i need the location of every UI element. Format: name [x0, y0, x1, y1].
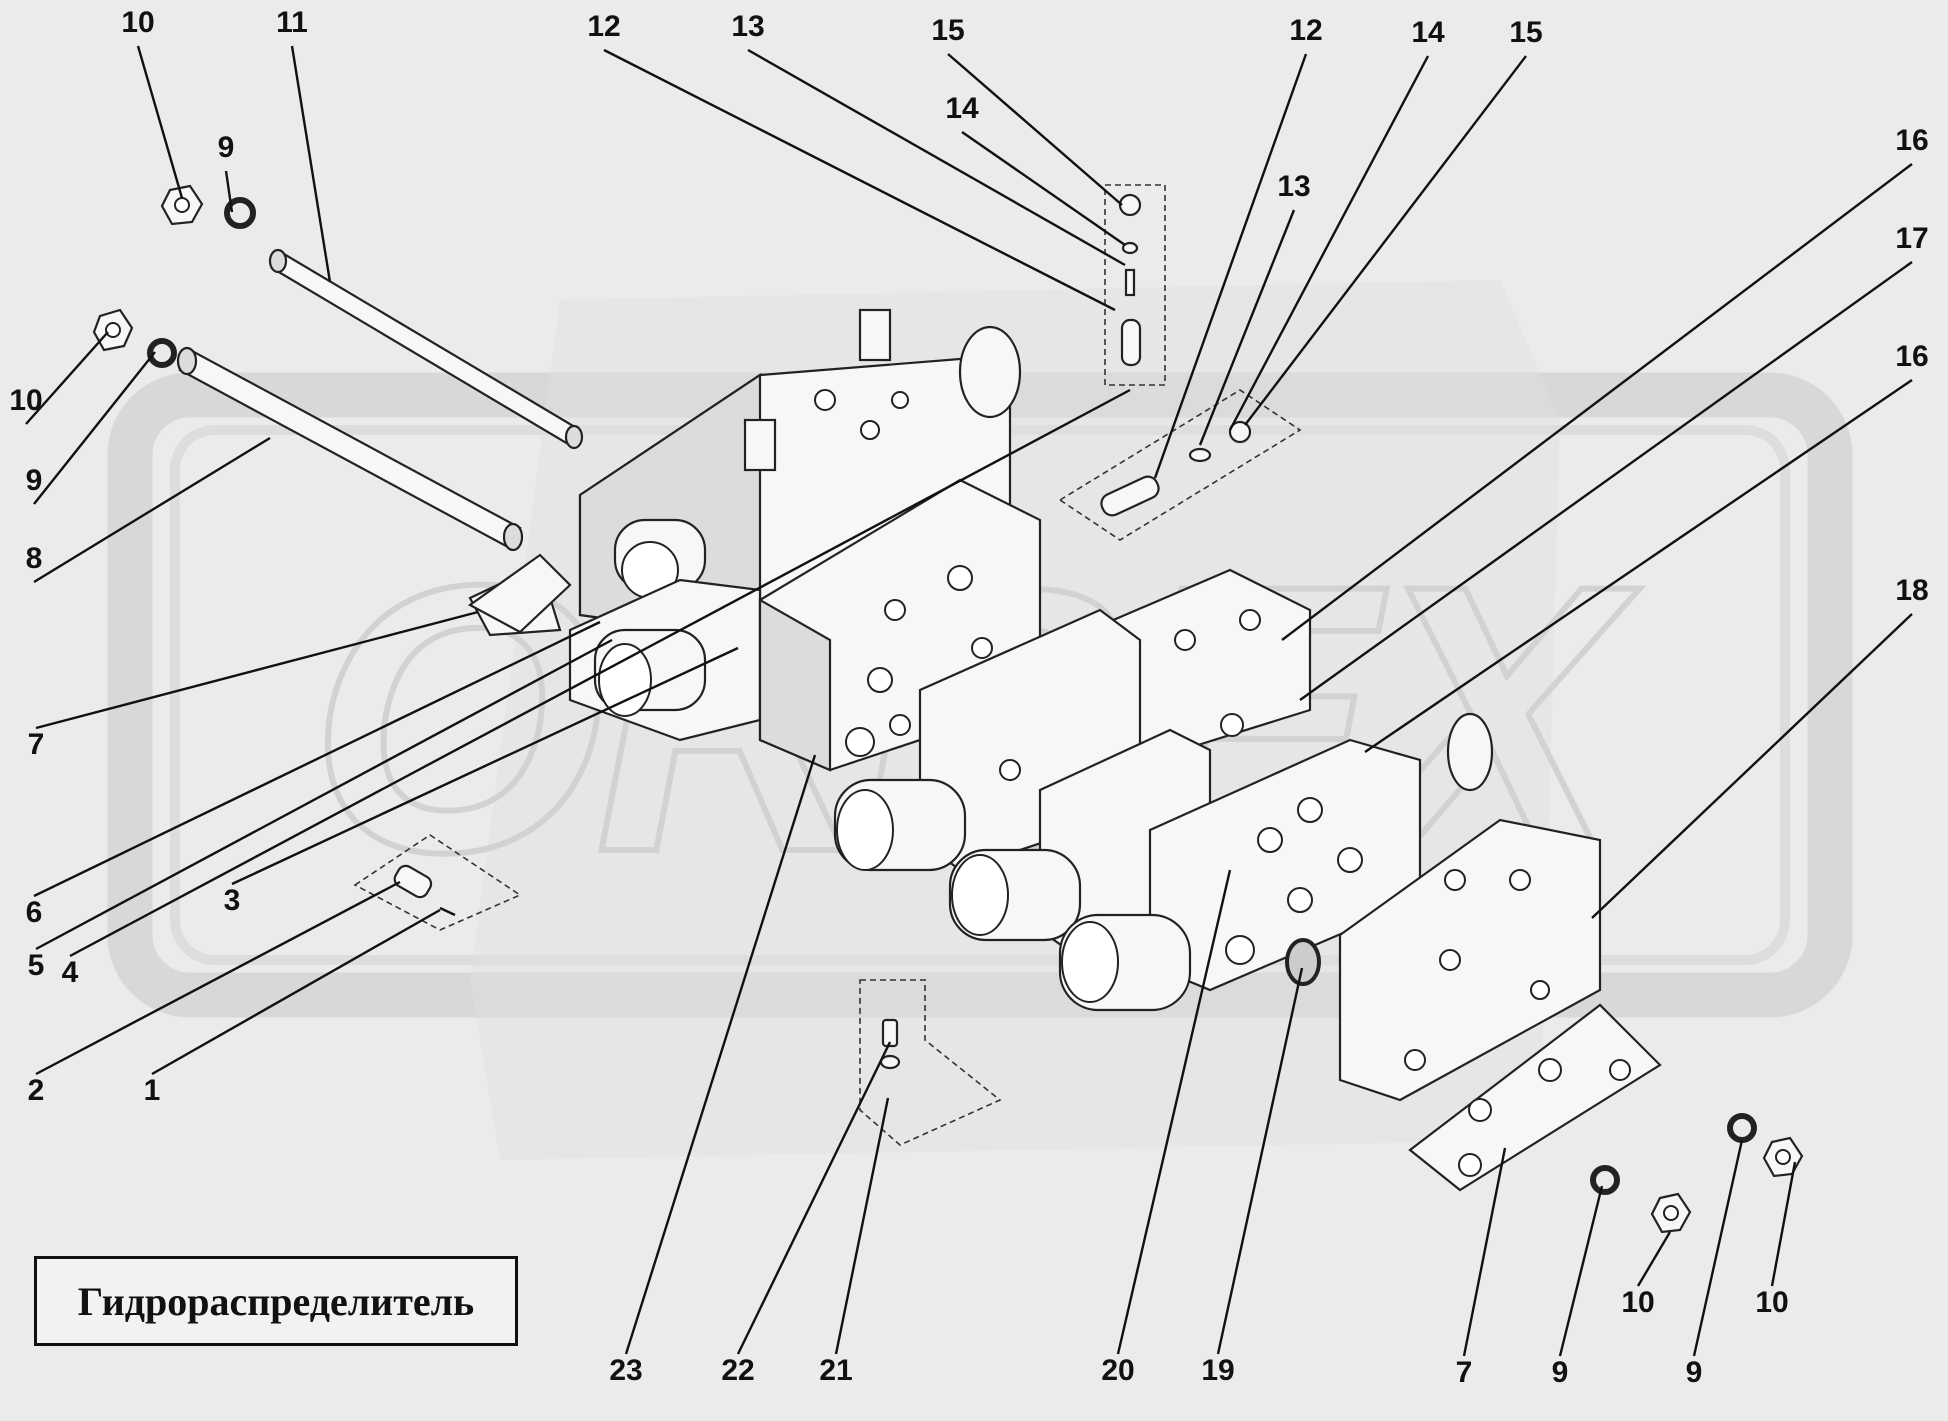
- diagram-title-box: Гидрораспределитель: [34, 1256, 518, 1346]
- seal-ring-19: [1285, 938, 1321, 986]
- callout-label-c20: 20: [1101, 1354, 1134, 1387]
- leader-line-c15a: [947, 53, 1123, 206]
- washer-9-br2: [1727, 1113, 1757, 1143]
- leader-line-c10a: [136, 45, 184, 199]
- leader-line-c5: [35, 638, 613, 951]
- leader-line-c9c: [1558, 1185, 1604, 1357]
- washer-9-top: [224, 197, 256, 229]
- callout-label-c13a: 13: [731, 10, 764, 43]
- leader-line-c15b: [1244, 55, 1527, 426]
- leader-line-c4: [69, 388, 1131, 958]
- callout-label-c16b: 16: [1895, 340, 1928, 373]
- leader-line-c9a: [224, 170, 234, 213]
- callout-label-c8: 8: [26, 542, 43, 575]
- leader-line-c22: [736, 1041, 892, 1355]
- valve-section-right-upper: [1088, 568, 1312, 762]
- inset-right-valve-parts: [1058, 389, 1302, 541]
- callout-label-c9d: 9: [1686, 1356, 1703, 1389]
- leader-line-c16b: [1364, 379, 1913, 753]
- callout-label-c14a: 14: [945, 92, 979, 125]
- leader-line-c7b: [1462, 1147, 1507, 1357]
- inset-left-plug-parts: [353, 834, 522, 931]
- callout-label-c10a: 10: [121, 6, 154, 39]
- bracket-7-left: [467, 553, 572, 634]
- leader-line-c9d: [1692, 1139, 1744, 1357]
- callout-label-c9b: 9: [26, 464, 43, 497]
- callout-label-c10c: 10: [1621, 1286, 1654, 1319]
- end-cover-18: [1338, 818, 1602, 1102]
- callout-label-c10b: 10: [9, 384, 42, 417]
- leader-line-c10d: [1770, 1161, 1797, 1287]
- leader-line-c21: [834, 1097, 890, 1355]
- callout-label-c9c: 9: [1552, 1356, 1569, 1389]
- leader-line-c13a: [747, 48, 1126, 267]
- nut-10-br1: [1650, 1192, 1692, 1234]
- callout-label-c10d: 10: [1755, 1286, 1788, 1319]
- bracket-7-right: [1408, 1003, 1662, 1192]
- callout-label-c4: 4: [62, 956, 79, 989]
- callout-label-c19: 19: [1201, 1354, 1234, 1387]
- callout-label-c22: 22: [721, 1354, 754, 1387]
- washer-9-br1: [1590, 1165, 1620, 1195]
- callout-label-c7b: 7: [1456, 1356, 1473, 1389]
- callout-label-c13b: 13: [1277, 170, 1310, 203]
- leader-line-c1: [151, 908, 441, 1076]
- leader-lines: [25, 45, 1913, 1357]
- callout-label-c1: 1: [144, 1074, 161, 1107]
- callout-label-c21: 21: [819, 1354, 852, 1387]
- callout-label-c16a: 16: [1895, 124, 1928, 157]
- callout-label-c14b: 14: [1411, 16, 1445, 49]
- leader-line-c13b: [1198, 209, 1296, 446]
- diagram-title: Гидрораспределитель: [77, 1278, 475, 1324]
- leader-line-c11: [290, 45, 332, 283]
- inset-bottom-fitting-parts: [859, 979, 1002, 1146]
- callout-label-c6: 6: [26, 896, 43, 929]
- leader-line-c19: [1216, 967, 1304, 1355]
- leader-line-c14b: [1228, 55, 1430, 431]
- leader-line-c14a: [961, 131, 1126, 246]
- leader-line-c10b: [25, 331, 109, 425]
- callout-label-c11: 11: [276, 6, 308, 39]
- callout-label-c7a: 7: [28, 728, 45, 761]
- callout-label-c15b: 15: [1509, 16, 1542, 49]
- callout-label-c17: 17: [1895, 222, 1928, 255]
- leader-line-c17: [1299, 261, 1913, 701]
- leader-line-c23: [624, 754, 817, 1355]
- valve-section-middle-left: [468, 563, 762, 742]
- leader-line-c7a: [35, 610, 479, 730]
- nut-10-top: [160, 184, 204, 226]
- callout-label-c12b: 12: [1289, 14, 1322, 47]
- callout-label-c12a: 12: [587, 10, 620, 43]
- leader-line-c12b: [1153, 53, 1308, 479]
- nut-10-left: [92, 308, 134, 352]
- leader-line-c9b: [33, 351, 156, 505]
- callout-label-c9a: 9: [218, 131, 235, 164]
- leader-line-c20: [1116, 869, 1232, 1355]
- callout-label-c5: 5: [28, 949, 45, 982]
- leader-line-c2: [35, 880, 401, 1076]
- washer-9-left: [147, 338, 177, 368]
- leader-line-c6: [33, 620, 601, 898]
- tie-rod-11: [268, 248, 584, 450]
- leader-line-c3: [231, 646, 739, 886]
- callout-label-c2: 2: [28, 1074, 45, 1107]
- callout-label-c18: 18: [1895, 574, 1928, 607]
- callout-label-c23: 23: [609, 1354, 642, 1387]
- leader-line-c12a: [603, 48, 1116, 312]
- tie-rod-8: [176, 346, 524, 552]
- nut-10-br2: [1762, 1136, 1804, 1178]
- callout-label-c3: 3: [224, 884, 241, 917]
- leader-line-c18: [1591, 613, 1913, 919]
- inset-top-valve-parts: [1104, 184, 1166, 386]
- leader-line-c10c: [1636, 1231, 1672, 1287]
- leader-line-c8: [33, 436, 271, 584]
- callout-label-c15a: 15: [931, 14, 964, 47]
- leader-line-c16a: [1281, 163, 1913, 641]
